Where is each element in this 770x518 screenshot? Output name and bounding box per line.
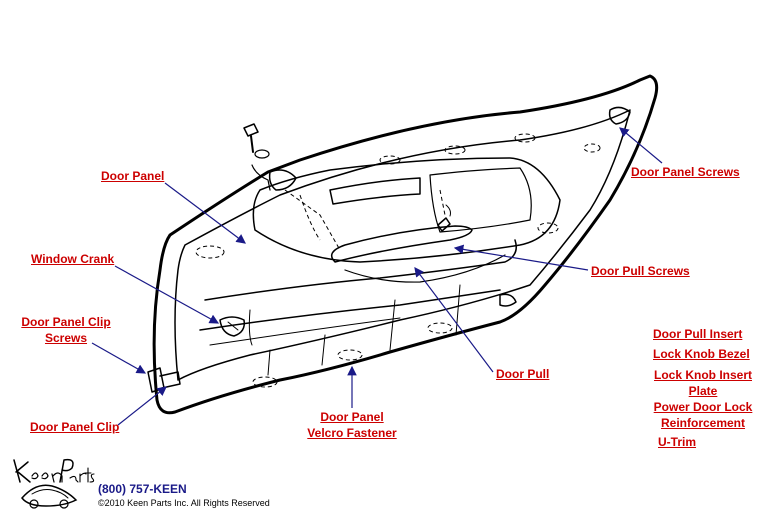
parts-list-door-pull-insert[interactable]: Door Pull Insert <box>653 327 743 341</box>
copyright-notice: ©2010 Keen Parts Inc. All Rights Reserve… <box>98 498 270 508</box>
keen-parts-logo <box>13 458 95 509</box>
parts-list-u-trim[interactable]: U-Trim <box>658 435 697 449</box>
label-velcro-line2: Velcro Fastener <box>307 426 397 440</box>
label-velcro-line1: Door Panel <box>320 410 384 424</box>
parts-list-power-door-lock-line2: Reinforcement <box>660 416 746 430</box>
label-door-panel-clip-screws-line1: Door Panel Clip <box>21 315 111 329</box>
panel-outline <box>147 74 659 415</box>
phone-number[interactable]: (800) 757-KEEN <box>98 482 187 496</box>
hidden-lines <box>195 133 601 388</box>
label-door-panel-screws[interactable]: Door Panel Screws <box>631 165 740 179</box>
label-door-pull[interactable]: Door Pull <box>496 367 550 381</box>
label-window-crank[interactable]: Window Crank <box>31 252 115 266</box>
label-door-panel-velcro-fastener[interactable]: Door Panel Velcro Fastener <box>296 410 408 440</box>
label-door-panel-clip[interactable]: Door Panel Clip <box>30 420 120 434</box>
label-door-panel-clip-screws-line2: Screws <box>44 331 88 345</box>
parts-list-lock-knob-insert-line1: Lock Knob Insert <box>653 368 752 382</box>
label-door-pull-screws[interactable]: Door Pull Screws <box>591 264 690 278</box>
parts-list-power-door-lock-reinforcement[interactable]: Power Door Lock Reinforcement <box>646 400 760 430</box>
parts-list-lock-knob-insert-plate[interactable]: Lock Knob Insert Plate <box>648 368 758 398</box>
callout-arrows <box>91 127 663 426</box>
label-door-panel[interactable]: Door Panel <box>101 169 165 183</box>
parts-list-power-door-lock-line1: Power Door Lock <box>653 400 753 414</box>
parts-list-lock-knob-insert-line2: Plate <box>688 384 718 398</box>
parts-list-lock-knob-bezel[interactable]: Lock Knob Bezel <box>653 347 750 361</box>
label-door-panel-clip-screws[interactable]: Door Panel Clip Screws <box>18 315 114 345</box>
